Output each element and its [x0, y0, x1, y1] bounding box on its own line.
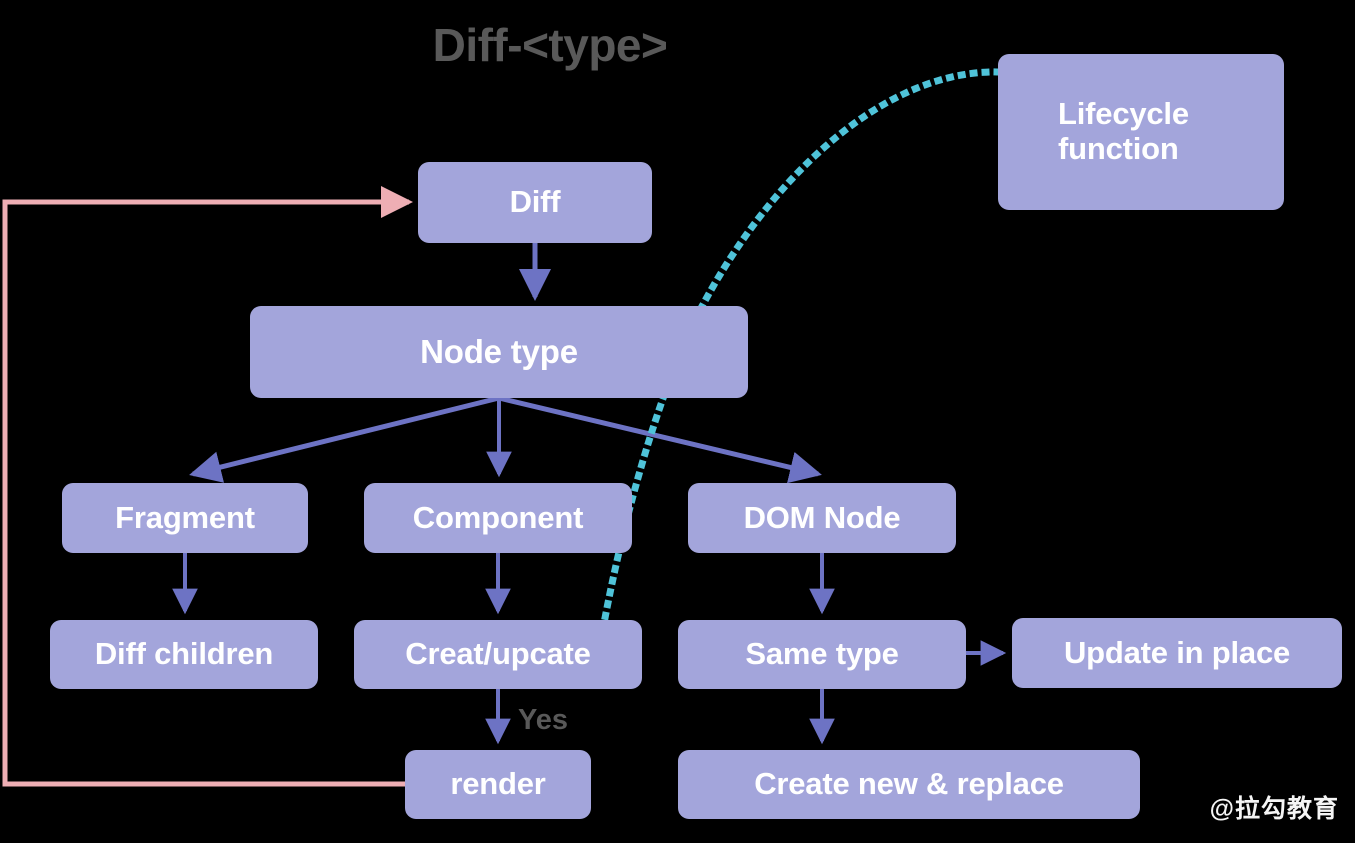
page-title: Diff-<type>	[432, 19, 668, 71]
node-creat-upcate[interactable]: Creat/upcate	[354, 620, 642, 689]
node-component-label: Component	[412, 499, 584, 535]
edge-label-yes: Yes	[518, 704, 568, 736]
node-update-in-place[interactable]: Update in place	[1012, 618, 1342, 688]
watermark: @拉勾教育	[1209, 795, 1339, 823]
node-fragment-label: Fragment	[115, 499, 255, 535]
node-update-in-place-label: Update in place	[1063, 634, 1291, 670]
node-create-new-and-replace[interactable]: Create new & replace	[678, 750, 1140, 819]
node-node-type[interactable]: Node type	[250, 306, 748, 398]
node-same-type-label: Same type	[745, 636, 899, 672]
node-component[interactable]: Component	[364, 483, 632, 553]
node-dom-node-label: DOM Node	[743, 499, 901, 535]
node-same-type[interactable]: Same type	[678, 620, 966, 689]
node-create-new-and-replace-label: Create new & replace	[754, 766, 1064, 802]
node-diff-children[interactable]: Diff children	[50, 620, 318, 689]
node-lifecycle-function-label: Lifecycle function	[1058, 96, 1189, 166]
edge-node-type-to-fragment	[189, 395, 500, 483]
node-render[interactable]: render	[405, 750, 591, 819]
node-render-label: render	[450, 766, 546, 802]
node-lifecycle-function[interactable]: Lifecycle function	[998, 54, 1284, 210]
node-fragment[interactable]: Fragment	[62, 483, 308, 553]
node-diff-label: Diff	[509, 184, 561, 220]
node-dom-node[interactable]: DOM Node	[688, 483, 956, 553]
edge-node-type-to-dom-node	[498, 395, 822, 484]
node-diff[interactable]: Diff	[418, 162, 652, 243]
node-diff-children-label: Diff children	[94, 636, 274, 672]
node-creat-upcate-label: Creat/upcate	[405, 636, 591, 672]
node-node-type-label: Node type	[420, 332, 578, 370]
